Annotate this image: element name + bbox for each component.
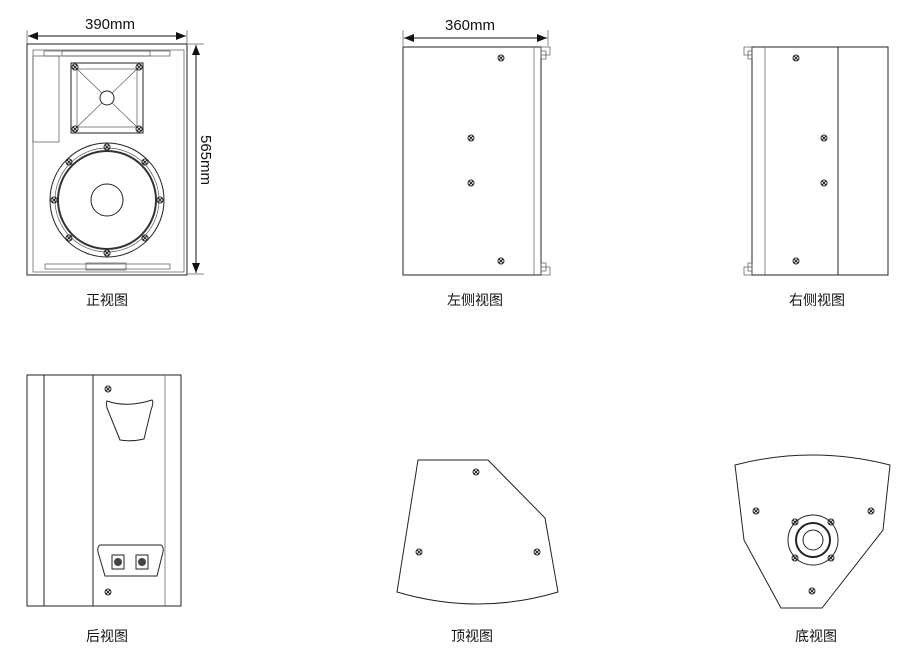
right-view-label: 右侧视图 (789, 293, 845, 309)
left-view-label: 左侧视图 (447, 293, 503, 309)
handle-recess (106, 399, 154, 442)
speakon-socket (787, 514, 839, 566)
width-dimension-label: 390mm (85, 16, 135, 33)
height-dimension-label: 565mm (197, 135, 214, 185)
back-view-label: 后视图 (86, 629, 128, 645)
bottom-view-label: 底视图 (795, 629, 837, 645)
top-view-label: 顶视图 (451, 629, 493, 645)
front-view-label: 正视图 (86, 293, 128, 309)
left-side-view: 360mm 左侧视图 (402, 17, 551, 309)
bottom-view: 底视图 (734, 454, 891, 645)
top-view: 顶视图 (396, 459, 559, 645)
right-side-view: 右侧视图 (743, 46, 889, 309)
back-view: 后视图 (26, 374, 182, 645)
front-view: 390mm 565mm 正视图 (26, 16, 214, 309)
connector-jack (111, 554, 149, 570)
woofer (49, 142, 165, 258)
horn (70, 62, 144, 134)
connector-plate (97, 544, 164, 577)
depth-dimension-label: 360mm (445, 17, 495, 34)
